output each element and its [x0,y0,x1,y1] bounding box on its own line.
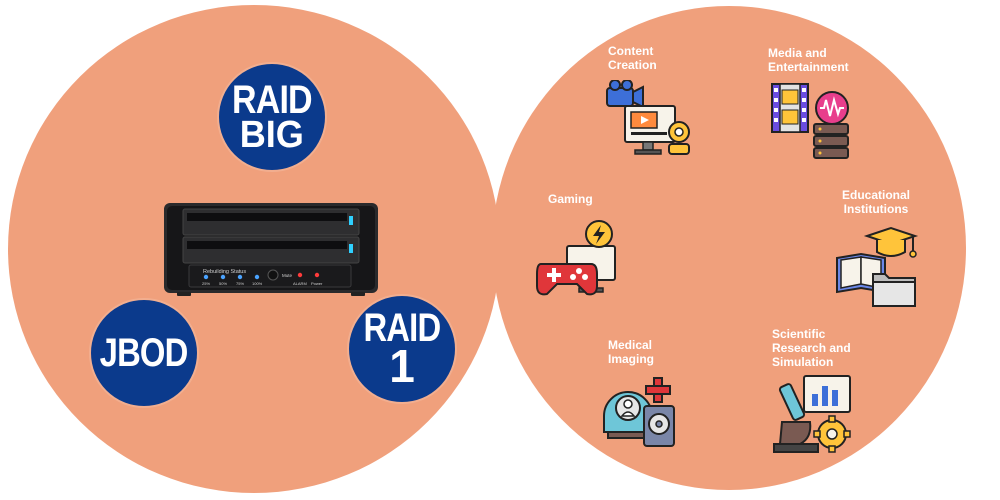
alarm-led [297,272,303,278]
raid1-line1: RAID [363,306,442,351]
raid-big-badge: RAID BIG [219,64,325,170]
raid-big-line2: BIG [239,113,305,156]
progress-led-75 [237,274,243,280]
medical-imaging-label: Medical Imaging [608,338,655,366]
raid-big-line1: RAID [232,77,313,122]
jbod-badge: JBOD [91,300,197,406]
drive-bay-2 [182,236,360,264]
device-foot-right [351,292,365,296]
content-creation-label: Content Creation [608,44,657,72]
progress-led-100 [254,274,260,280]
graduation-book-folder-icon [836,226,919,307]
status-title: Rebuilding Status [203,269,246,275]
bay-1-led [349,216,353,225]
educational-institutions-label: Educational Institutions [842,188,911,216]
jbod-label: JBOD [100,331,189,375]
drive-bay-1 [182,208,360,236]
progress-label-100: 100% [252,281,263,286]
alarm-label: ALARM [293,281,307,286]
bay-2-led [349,244,353,253]
power-led [314,272,320,278]
mute-button [267,269,279,281]
progress-label-50: 50% [219,281,227,286]
film-server-icon [771,83,849,159]
raid1-line2: 1 [389,340,415,393]
progress-label-75: 75% [236,281,244,286]
power-label: Power [311,281,323,286]
progress-label-25: 25% [202,281,210,286]
mute-label: Mute [282,273,293,278]
drive-bay-2-slot [187,241,347,249]
gaming-label: Gaming [548,192,593,206]
device-foot-left [177,292,191,296]
drive-bay-1-slot [187,213,347,221]
mri-scanner-icon [603,377,675,447]
media-entertainment-label: Media and Entertainment [768,46,849,74]
progress-led-50 [220,274,226,280]
raid1-badge: RAID 1 [349,296,455,402]
microscope-chart-icon [773,375,851,453]
gamepad-monitor-icon [536,220,616,296]
video-camera-monitor-icon [606,80,690,155]
raid-enclosure-device: Rebuilding Status 25% 50% 75% 100% Mute … [164,203,378,296]
scientific-research-label: Scientific Research and Simulation [772,327,851,369]
progress-led-25 [203,274,209,280]
